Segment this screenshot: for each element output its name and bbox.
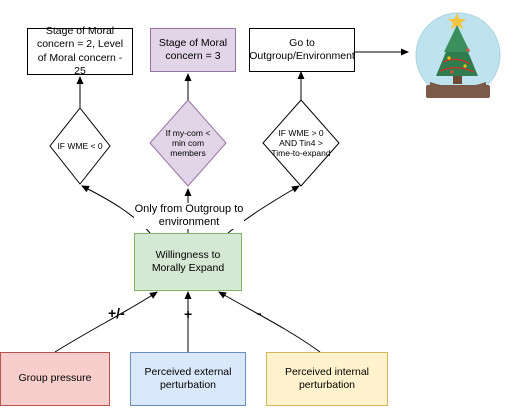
box-go-to-outgroup-label: Go to Outgroup/Environment <box>249 36 355 62</box>
box-external-perturbation: Perceived external perturbation <box>130 352 246 406</box>
decision-diamond-mycom <box>149 99 227 187</box>
box-stage-moral-concern-25-label: Stage of Moral concern = 2, Level of Mor… <box>36 25 124 77</box>
decision-tin4-label: IF WME > 0 AND Tin4 > Time-to-expand <box>271 127 331 159</box>
box-group-pressure-label: Group pressure <box>18 372 92 385</box>
box-internal-perturbation: Perceived internal perturbation <box>266 352 388 406</box>
box-internal-perturbation-label: Perceived internal perturbation <box>284 365 370 391</box>
box-willingness-to-morally-expand: Willingness to Morally Expand <box>134 233 242 291</box>
christmas-tree-snow-globe-icon <box>415 12 501 98</box>
arrow-internal-perturbation <box>218 291 321 353</box>
decision-wme-label: IF WME < 0 <box>57 140 103 151</box>
box-willingness-label: Willingness to Morally Expand <box>151 248 225 274</box>
box-stage-moral-concern-3-label: Stage of Moral concern = 3 <box>158 36 228 62</box>
box-go-to-outgroup: Go to Outgroup/Environment <box>249 28 355 72</box>
sign-plus-minus: +/- <box>108 305 125 321</box>
decision-diamond-tin4 <box>262 99 340 187</box>
box-group-pressure: Group pressure <box>0 352 110 406</box>
sign-minus: - <box>257 305 262 321</box>
box-stage-moral-concern-25: Stage of Moral concern = 2, Level of Mor… <box>27 25 133 77</box>
arrow-group-pressure <box>54 291 158 353</box>
box-stage-moral-concern-3: Stage of Moral concern = 3 <box>150 28 236 72</box>
sign-plus: + <box>184 306 193 322</box>
decision-diamond-wme <box>49 107 111 185</box>
decision-mycom-label: If my-com < min com members <box>165 127 211 159</box>
box-external-perturbation-label: Perceived external perturbation <box>144 365 232 391</box>
only-from-outgroup-label: Only from Outgroup to environment <box>134 203 244 230</box>
